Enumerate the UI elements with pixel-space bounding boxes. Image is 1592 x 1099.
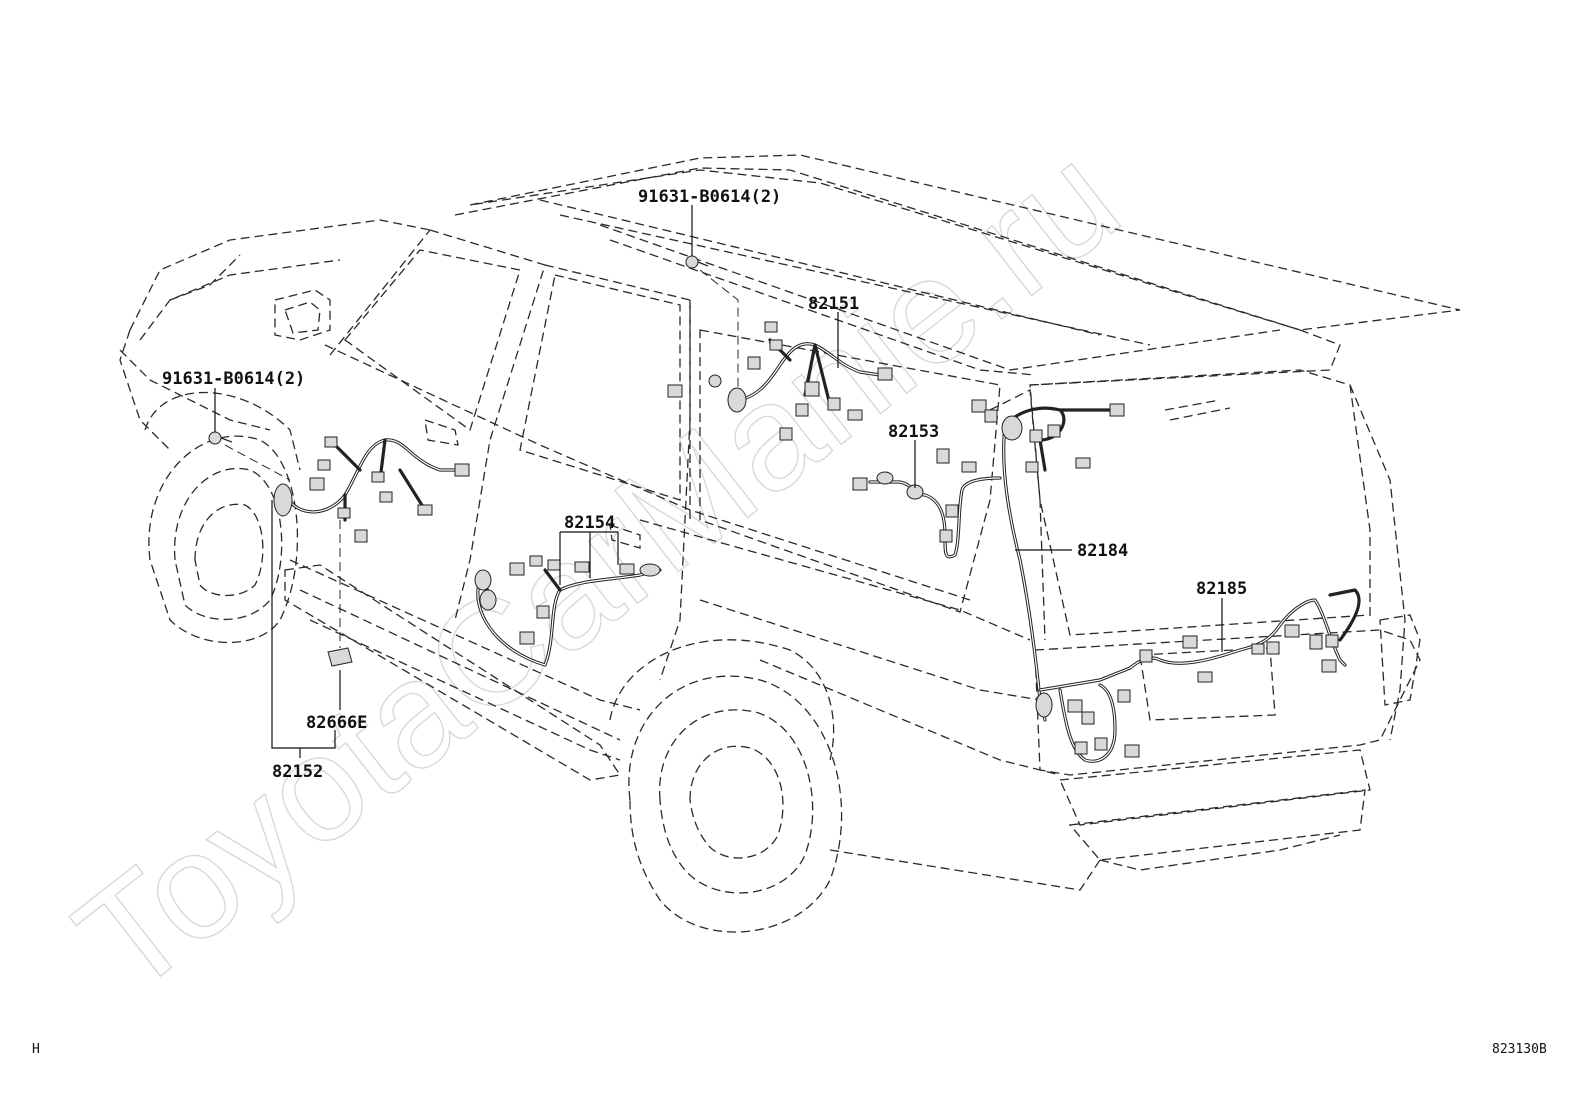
label-82666e: 82666E <box>306 713 367 733</box>
label-82151: 82151 <box>808 294 859 314</box>
part-82666e <box>327 647 353 667</box>
leader-lines <box>214 205 1223 758</box>
label-82154: 82154 <box>564 513 615 533</box>
harness-82153 <box>852 448 1002 559</box>
label-82184: 82184 <box>1077 541 1128 561</box>
label-clip-left: 91631-B0614(2) <box>162 369 305 389</box>
harness-82151 <box>667 321 893 441</box>
label-clip-upper: 91631-B0614(2) <box>638 187 781 207</box>
harness-82185 <box>1035 588 1361 763</box>
harness-82152 <box>273 436 470 543</box>
watermark: ToyotaCarManie.ru <box>46 113 1148 1026</box>
vehicle-outline <box>119 154 1461 933</box>
harness-82154 <box>474 555 662 667</box>
corner-code-left: H <box>32 1042 40 1057</box>
label-82152: 82152 <box>272 762 323 782</box>
harness-82184 <box>971 399 1125 722</box>
clip-left <box>208 431 233 445</box>
label-82185: 82185 <box>1196 579 1247 599</box>
label-82153: 82153 <box>888 422 939 442</box>
clip-upper <box>685 255 709 269</box>
corner-code-right: 823130B <box>1492 1042 1547 1057</box>
